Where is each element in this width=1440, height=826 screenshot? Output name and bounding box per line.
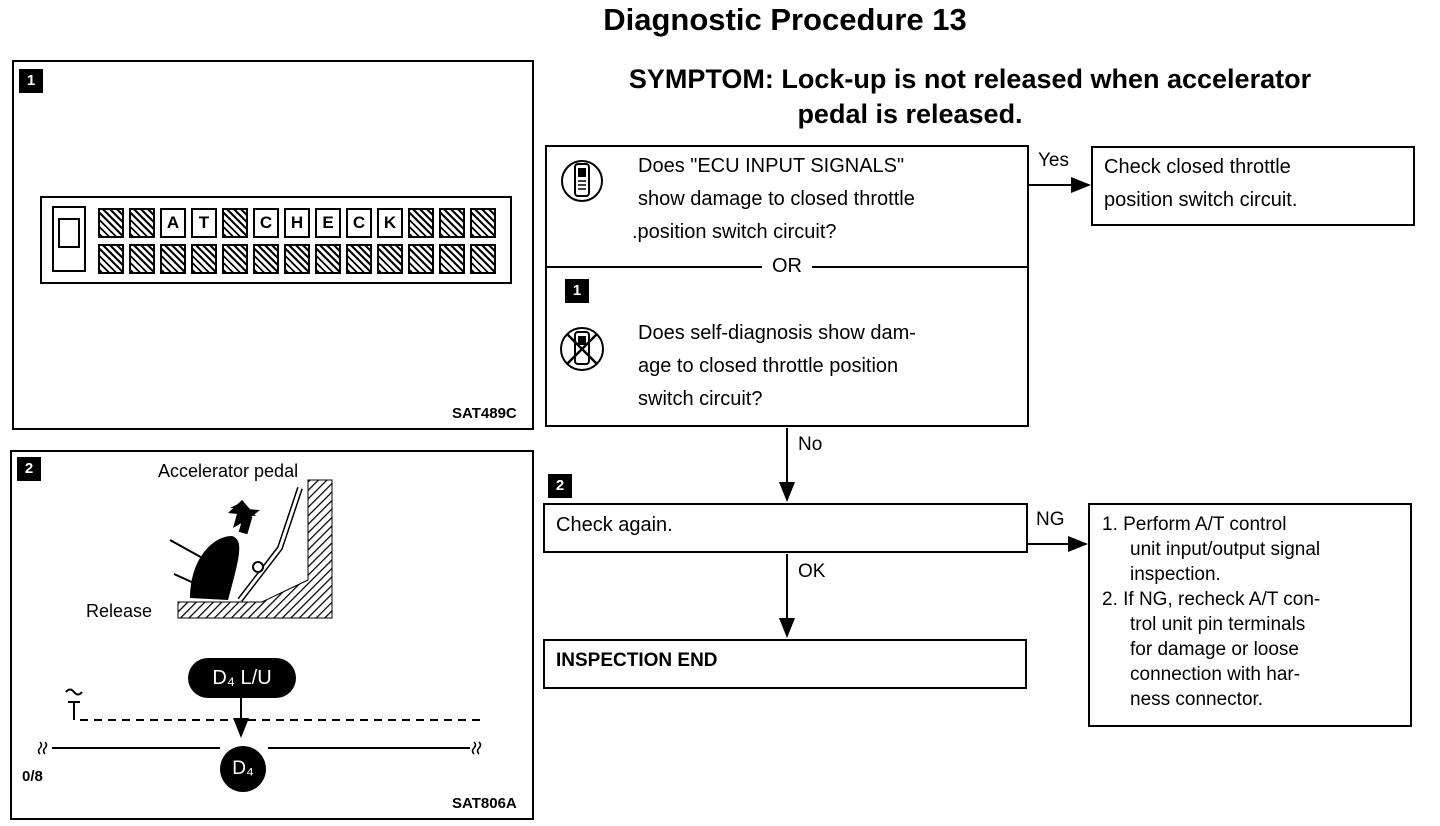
accelerator-pedal-label: Accelerator pedal	[158, 461, 299, 481]
inspection-end-box	[543, 639, 1027, 689]
lcd-letter-cell: A	[160, 208, 186, 238]
lcd-blank-cell	[253, 244, 279, 274]
q2-line-1: Does self-diagnosis show dam-	[638, 322, 916, 344]
ng-item-1-line-3: inspection.	[1130, 564, 1221, 585]
lcd-blank-cell	[377, 244, 403, 274]
lcd-letter-cell: K	[377, 208, 403, 238]
no-label: No	[798, 434, 823, 455]
lcd-blank-cell	[160, 244, 186, 274]
lcd-letter-cell: T	[191, 208, 217, 238]
symptom-line-2: pedal is released.	[797, 99, 1023, 129]
inspection-end-text: INSPECTION END	[556, 650, 718, 671]
lcd-blank-cell	[470, 208, 496, 238]
lcd-letter-cell: H	[284, 208, 310, 238]
figure-1-panel	[12, 60, 534, 430]
check-again-box	[543, 503, 1028, 553]
figure-1-code: SAT489C	[452, 405, 517, 422]
q1-line-3: .position switch circuit?	[632, 221, 837, 243]
check-badge-2: 2	[548, 474, 572, 498]
q2-line-2: age to closed throttle position	[638, 355, 899, 377]
symptom-line-1: SYMPTOM: Lock-up is not released when ac…	[628, 64, 1312, 94]
lcd-blank-cell	[222, 244, 248, 274]
lockup-chart	[37, 688, 482, 755]
lcd-blank-cell	[284, 244, 310, 274]
lcd-window-frame	[52, 206, 86, 272]
ng-item-1-line-1: 1. Perform A/T control	[1102, 514, 1287, 535]
lcd-window	[58, 218, 80, 248]
d4-lockup-state: D₄ L/U	[188, 658, 296, 698]
lcd-blank-cell	[191, 244, 217, 274]
lcd-letter-cell: E	[315, 208, 341, 238]
yes-label: Yes	[1038, 150, 1069, 171]
lcd-blank-cell	[98, 208, 124, 238]
or-label: OR	[762, 254, 812, 278]
check-again-text: Check again.	[556, 514, 673, 536]
ng-item-2-line-4: connection with har-	[1130, 664, 1301, 685]
lcd-blank-cell	[222, 208, 248, 238]
lcd-blank-cell	[315, 244, 341, 274]
lcd-blank-cell	[408, 244, 434, 274]
yes-result-line-1: Check closed throttle	[1104, 156, 1291, 178]
ng-item-2-line-5: ness connector.	[1130, 689, 1264, 710]
figure-1-badge: 1	[19, 69, 43, 93]
ng-label: NG	[1036, 509, 1065, 530]
throttle-axis-label: 0/8	[22, 768, 43, 785]
question-box	[545, 145, 1029, 427]
yes-result-box	[1091, 146, 1415, 226]
ng-item-2-line-2: trol unit pin terminals	[1130, 614, 1306, 635]
ng-result-box	[1088, 503, 1412, 727]
lcd-blank-cell	[346, 244, 372, 274]
lcd-letter-cell: C	[253, 208, 279, 238]
lcd-blank-cell	[470, 244, 496, 274]
lcd-blank-cell	[129, 244, 155, 274]
q1-line-2: show damage to closed throttle	[638, 188, 915, 210]
ok-label: OK	[798, 561, 826, 582]
figure-2-badge: 2	[17, 457, 41, 481]
consult-tool-icon	[561, 160, 603, 202]
lcd-letter-cell: C	[346, 208, 372, 238]
yes-result-line-2: position switch circuit.	[1104, 189, 1298, 211]
ng-result-list: 1. Perform A/T control unit input/output…	[1102, 512, 1320, 712]
lcd-blank-cell	[129, 208, 155, 238]
ng-item-1-line-2: unit input/output signal	[1130, 539, 1321, 560]
lcd-blank-cell	[98, 244, 124, 274]
no-tool-icon	[560, 327, 604, 371]
lcd-blank-cell	[439, 208, 465, 238]
question-badge-1: 1	[565, 279, 589, 303]
figure-2-panel	[10, 450, 534, 820]
d4-state: D₄	[220, 746, 266, 792]
release-label: Release	[86, 601, 153, 621]
ng-item-2-line-1: 2. If NG, recheck A/T con-	[1102, 589, 1321, 610]
ng-item-2-line-3: for damage or loose	[1130, 639, 1299, 660]
page-title: Diagnostic Procedure 13	[603, 2, 967, 37]
lcd-blank-cell	[439, 244, 465, 274]
lcd-blank-cell	[408, 208, 434, 238]
q1-line-1: Does "ECU INPUT SIGNALS"	[638, 155, 905, 177]
accelerator-pedal-drawing	[169, 479, 333, 619]
figure-2-code: SAT806A	[452, 795, 517, 812]
q2-line-3: switch circuit?	[638, 388, 763, 410]
